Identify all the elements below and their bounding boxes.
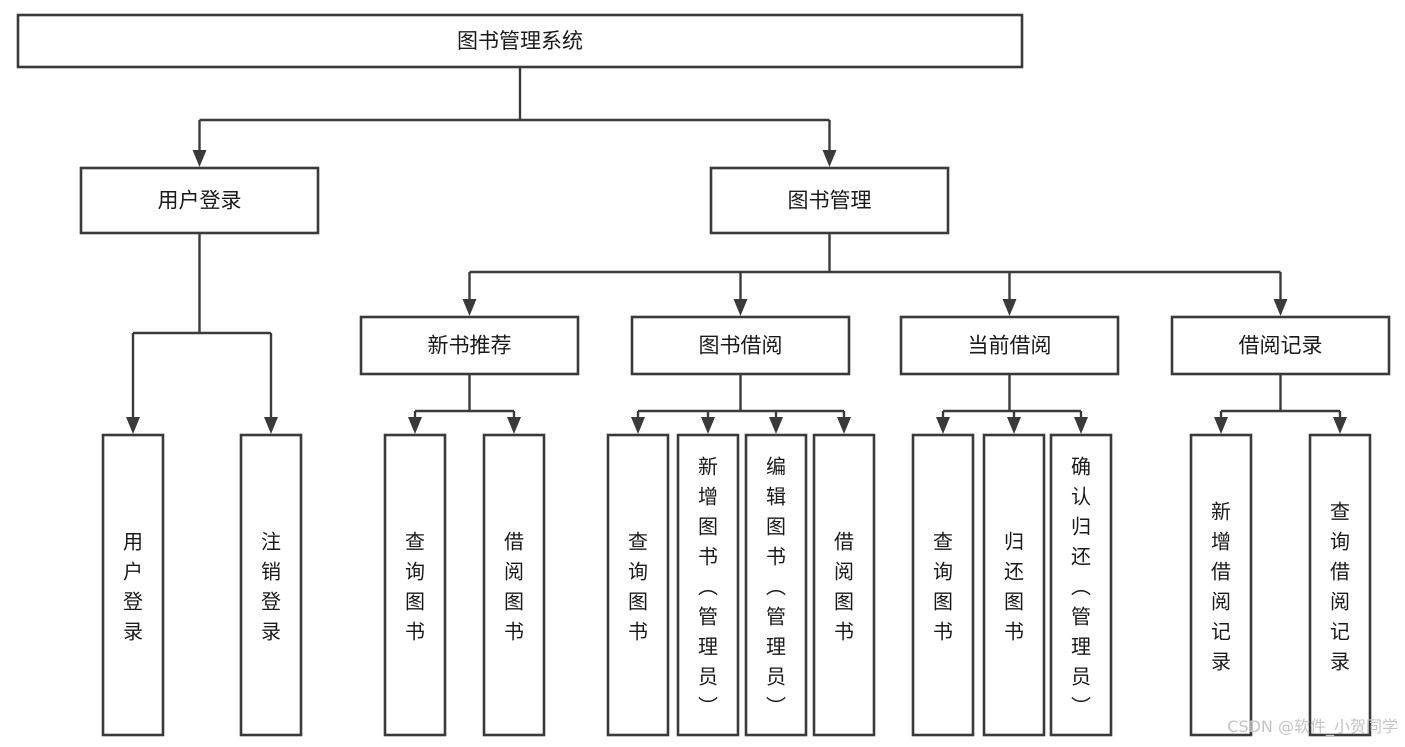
- arrow-head: [1273, 299, 1288, 316]
- node-label: 借阅记录: [1239, 334, 1323, 358]
- leaf-label: 查询借阅记录: [1330, 499, 1350, 673]
- node-box-outline: [676, 433, 740, 737]
- leaf-node-编辑图书-管理员[interactable]: 编辑图书︵管理员︶: [744, 433, 808, 737]
- leaf-label: 用户登录: [123, 529, 143, 643]
- leaf-node-归还图书[interactable]: 归还图书: [982, 433, 1046, 737]
- node-box-outline: [16, 13, 1024, 69]
- arrow-head: [462, 299, 477, 316]
- leaf-label: 归还图书: [1004, 529, 1024, 643]
- leaf-label: 查询图书: [405, 529, 425, 643]
- l3-node-当前借阅[interactable]: 当前借阅: [899, 315, 1120, 376]
- arrow-head: [408, 417, 422, 434]
- leaf-label: 查询图书: [933, 529, 953, 643]
- l2-node-图书管理[interactable]: 图书管理: [709, 166, 950, 235]
- l2-node-用户登录[interactable]: 用户登录: [79, 166, 320, 235]
- node-box-outline: [899, 315, 1120, 376]
- arrow-head: [1002, 299, 1017, 316]
- node-label: 新书推荐: [428, 334, 512, 358]
- leaf-node-查询借阅记录[interactable]: 查询借阅记录: [1308, 433, 1372, 737]
- node-label: 当前借阅: [968, 334, 1052, 358]
- node-label: 图书管理: [788, 189, 872, 213]
- leaf-label: 新增图书︵管理员︶: [698, 454, 718, 718]
- arrow-head: [837, 417, 851, 434]
- connectors-layer: [126, 67, 1347, 434]
- root-node-图书管理系统[interactable]: 图书管理系统: [16, 13, 1024, 69]
- node-box-outline: [744, 433, 808, 737]
- node-box-outline: [1170, 315, 1391, 376]
- leaf-node-查询图书[interactable]: 查询图书: [911, 433, 975, 737]
- node-label: 图书管理系统: [457, 29, 583, 53]
- node-box-outline: [79, 166, 320, 235]
- node-box-outline: [911, 433, 975, 737]
- csdn-watermark: CSDN @软件_小贺同学: [1227, 717, 1398, 737]
- l3-node-借阅记录[interactable]: 借阅记录: [1170, 315, 1391, 376]
- node-box-outline: [606, 433, 670, 737]
- leaf-label: 查询图书: [628, 529, 648, 643]
- arrow-head: [1214, 417, 1228, 434]
- arrow-head: [733, 299, 748, 316]
- leaf-node-新增借阅记录[interactable]: 新增借阅记录: [1189, 433, 1253, 737]
- leaf-node-确认归还-管理员[interactable]: 确认归还︵管理员︶: [1049, 433, 1113, 737]
- node-label: 用户登录: [158, 189, 242, 213]
- arrow-head: [1074, 417, 1088, 434]
- node-box-outline: [101, 433, 165, 737]
- arrow-head: [769, 417, 783, 434]
- leaf-node-用户登录[interactable]: 用户登录: [101, 433, 165, 737]
- node-box-outline: [812, 433, 876, 737]
- node-label: 图书借阅: [699, 334, 783, 358]
- arrow-head: [631, 417, 645, 434]
- leaf-label: 编辑图书︵管理员︶: [766, 454, 786, 718]
- node-box-outline: [630, 315, 851, 376]
- leaf-label: 注销登录: [261, 529, 281, 643]
- node-box-outline: [383, 433, 447, 737]
- leaf-label: 借阅图书: [504, 529, 524, 643]
- boxes-layer: 图书管理系统用户登录图书管理新书推荐图书借阅当前借阅借阅记录用户登录注销登录查询…: [16, 13, 1391, 737]
- node-box-outline: [709, 166, 950, 235]
- arrow-head: [701, 417, 715, 434]
- arrow-head: [126, 417, 140, 434]
- l3-node-图书借阅[interactable]: 图书借阅: [630, 315, 851, 376]
- leaf-node-新增图书-管理员[interactable]: 新增图书︵管理员︶: [676, 433, 740, 737]
- leaf-node-查询图书[interactable]: 查询图书: [383, 433, 447, 737]
- leaf-node-注销登录[interactable]: 注销登录: [239, 433, 303, 737]
- node-box-outline: [1049, 433, 1113, 737]
- leaf-label: 新增借阅记录: [1211, 499, 1231, 673]
- arrow-head: [264, 417, 278, 434]
- leaf-label: 借阅图书: [834, 529, 854, 643]
- node-box-outline: [982, 433, 1046, 737]
- arrow-head: [1333, 417, 1347, 434]
- node-box-outline: [1308, 433, 1372, 737]
- leaf-node-借阅图书[interactable]: 借阅图书: [482, 433, 546, 737]
- arrow-head: [822, 150, 837, 167]
- node-box-outline: [1189, 433, 1253, 737]
- l3-node-新书推荐[interactable]: 新书推荐: [359, 315, 580, 376]
- leaf-node-查询图书[interactable]: 查询图书: [606, 433, 670, 737]
- arrow-head: [936, 417, 950, 434]
- leaf-label: 确认归还︵管理员︶: [1071, 454, 1091, 718]
- node-box-outline: [482, 433, 546, 737]
- arrow-head: [507, 417, 521, 434]
- arrow-head: [192, 150, 207, 167]
- leaf-node-借阅图书[interactable]: 借阅图书: [812, 433, 876, 737]
- arrow-head: [1007, 417, 1021, 434]
- node-box-outline: [239, 433, 303, 737]
- node-box-outline: [359, 315, 580, 376]
